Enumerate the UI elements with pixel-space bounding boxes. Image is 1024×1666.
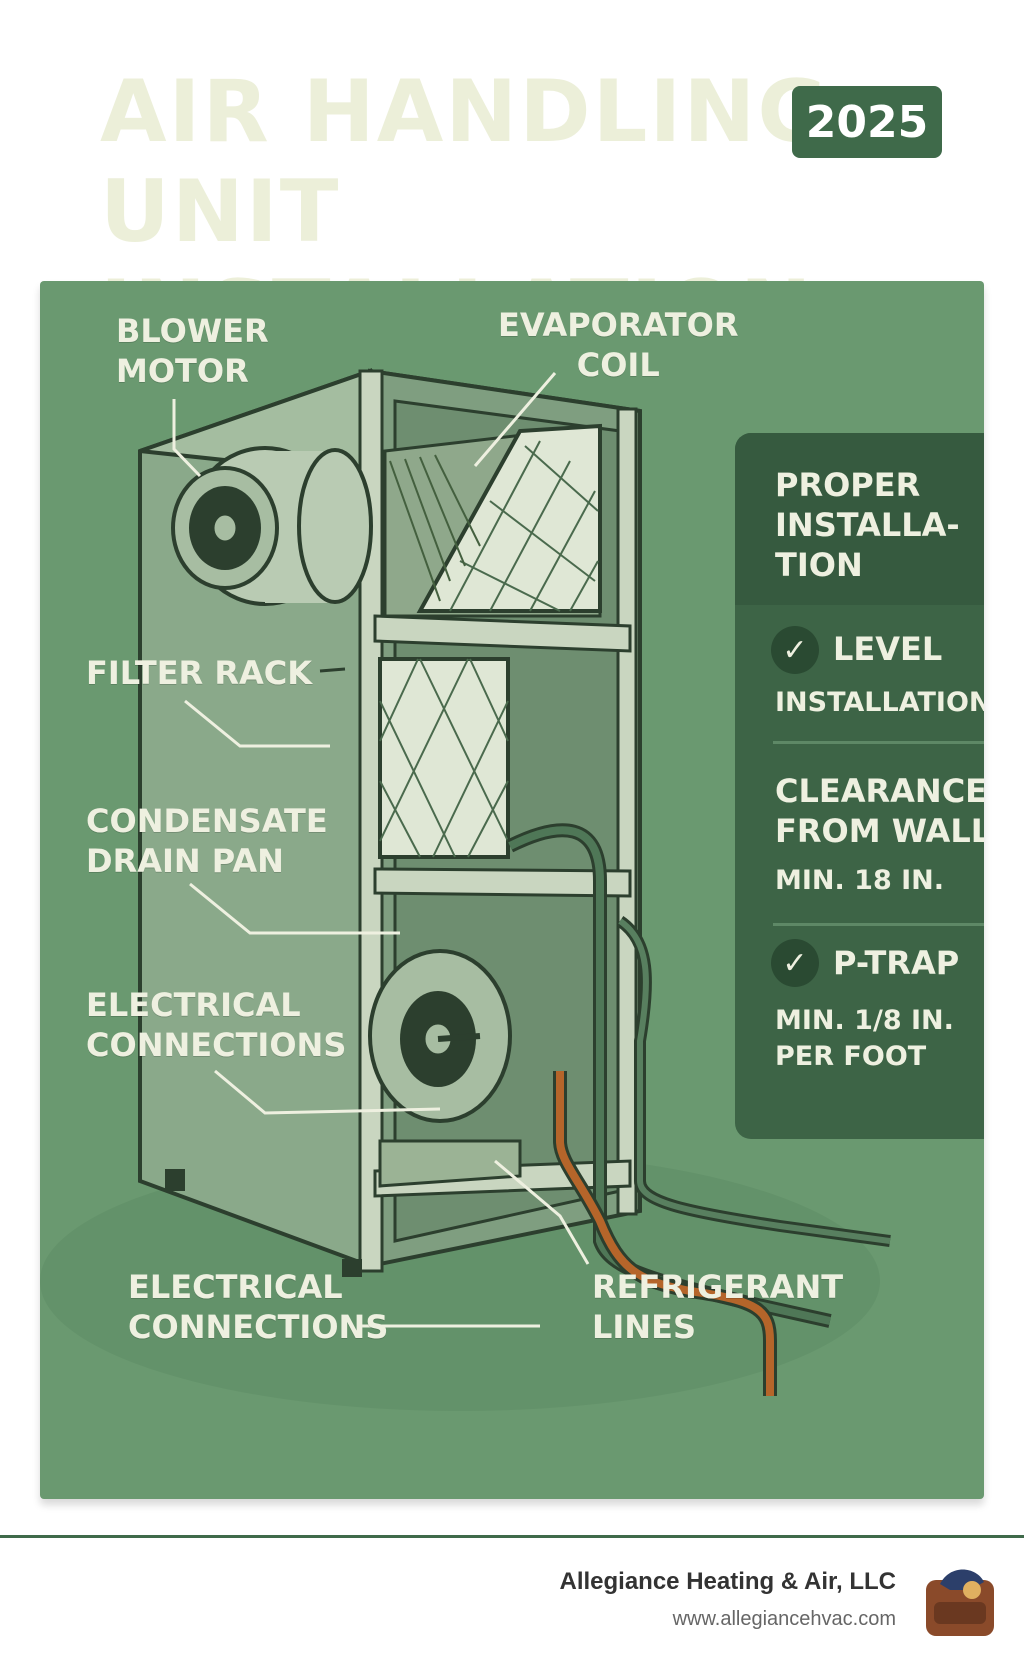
level-title: LEVEL bbox=[833, 630, 943, 668]
clearance-title: CLEARANCE FROM WALL bbox=[775, 772, 984, 850]
check-icon: ✓ bbox=[771, 939, 819, 987]
check-icon: ✓ bbox=[771, 626, 819, 674]
footer-divider bbox=[0, 1535, 1024, 1538]
diagram-panel: BLOWER MOTOR EVAPORATOR COIL FILTER RACK… bbox=[40, 281, 984, 1499]
title-line-1: AIR HANDLING bbox=[100, 62, 830, 162]
divider bbox=[773, 923, 984, 926]
label-evaporator-coil: EVAPORATOR COIL bbox=[498, 306, 739, 384]
label-electrical-connections-lower: ELECTRICAL CONNECTIONS bbox=[128, 1268, 389, 1346]
p-trap-title: P-TRAP bbox=[833, 944, 960, 982]
year-badge: 2025 bbox=[792, 86, 942, 158]
label-condensate-drain-pan: CONDENSATE DRAIN PAN bbox=[86, 802, 328, 880]
installation-sidebar: PROPER INSTALLA- TION ✓ LEVEL INSTALLATI… bbox=[735, 433, 984, 1139]
company-url[interactable]: www.allegiancehvac.com bbox=[672, 1608, 896, 1630]
label-blower-motor: BLOWER MOTOR bbox=[116, 312, 269, 390]
clearance-detail: MIN. 18 IN. bbox=[775, 865, 945, 896]
label-refrigerant-lines: REFRIGERANT LINES bbox=[592, 1268, 844, 1346]
company-logo-icon bbox=[926, 1569, 994, 1636]
p-trap-detail: MIN. 1/8 IN. PER FOOT bbox=[775, 1005, 954, 1072]
air-handler-illustration bbox=[40, 368, 891, 1411]
sidebar-header bbox=[735, 433, 984, 605]
company-name: Allegiance Heating & Air, LLC bbox=[559, 1568, 896, 1595]
sidebar-heading: PROPER INSTALLA- TION bbox=[775, 466, 960, 584]
level-detail: INSTALLATION bbox=[775, 687, 984, 718]
divider bbox=[773, 741, 984, 744]
label-electrical-connections-upper: ELECTRICAL CONNECTIONS bbox=[86, 986, 347, 1064]
label-filter-rack: FILTER RACK bbox=[86, 654, 313, 692]
